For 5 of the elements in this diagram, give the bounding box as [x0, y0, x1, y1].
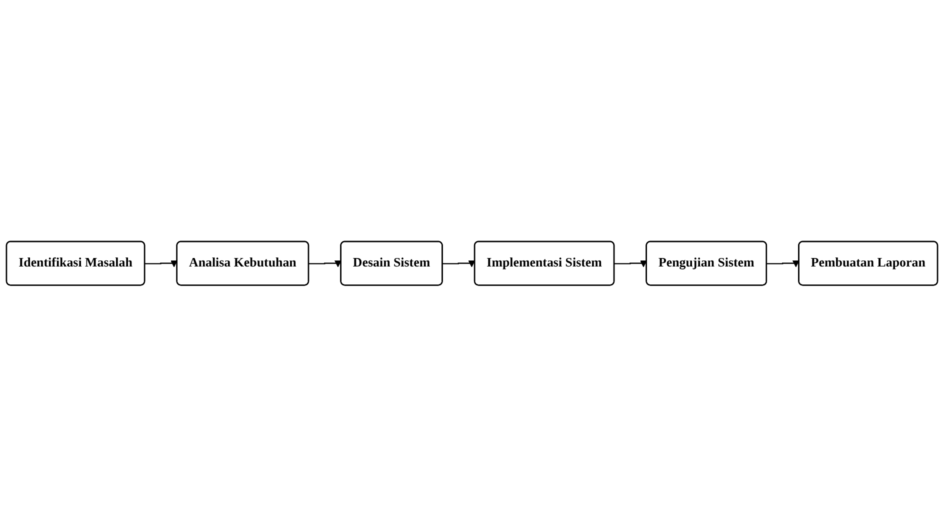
arrow	[766, 260, 800, 268]
arrow	[144, 260, 178, 268]
arrow	[442, 260, 476, 268]
arrow	[614, 260, 648, 268]
arrow	[308, 260, 342, 268]
